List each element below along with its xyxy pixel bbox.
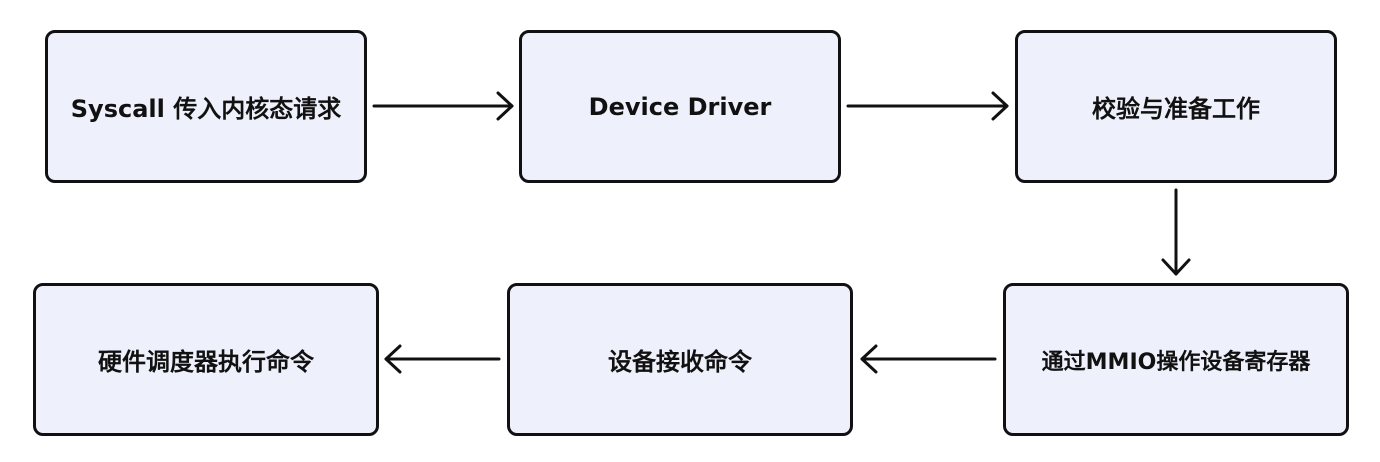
node-label: 校验与准备工作 xyxy=(1092,95,1260,123)
node-validation: 校验与准备工作 xyxy=(1015,30,1337,183)
edge-n5-n6 xyxy=(384,344,501,374)
node-label: 通过MMIO操作设备寄存器 xyxy=(1041,349,1311,375)
node-label: 设备接收命令 xyxy=(608,348,752,376)
node-label: Device Driver xyxy=(588,92,772,121)
node-device-driver: Device Driver xyxy=(519,30,841,183)
edge-n4-n5 xyxy=(860,344,997,374)
node-device-receive: 设备接收命令 xyxy=(507,283,853,436)
edge-n3-n4 xyxy=(1161,188,1191,276)
node-syscall: Syscall 传入内核态请求 xyxy=(45,30,367,183)
node-label: Syscall 传入内核态请求 xyxy=(70,95,342,123)
edge-n1-n2 xyxy=(372,91,514,121)
node-hw-scheduler: 硬件调度器执行命令 xyxy=(33,283,379,436)
edge-n2-n3 xyxy=(846,91,1009,121)
node-mmio-registers: 通过MMIO操作设备寄存器 xyxy=(1003,283,1349,436)
node-label: 硬件调度器执行命令 xyxy=(98,348,314,376)
